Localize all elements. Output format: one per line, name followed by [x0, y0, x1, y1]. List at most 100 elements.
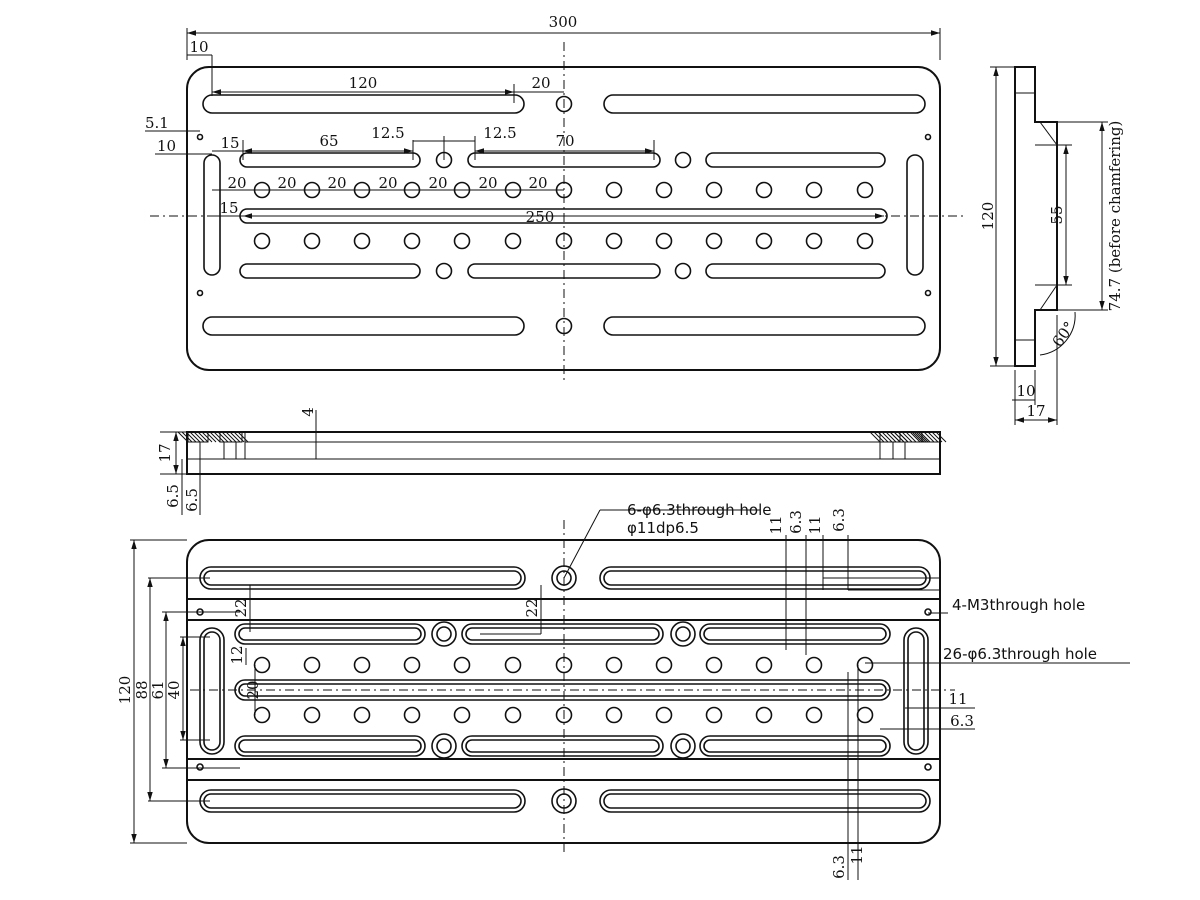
dim-pitch-20: 20: [277, 174, 296, 192]
hole: [924, 289, 932, 297]
slot-inner: [465, 739, 660, 753]
counterbore: [921, 431, 941, 443]
slot-inner: [907, 631, 925, 751]
hole: [403, 232, 421, 250]
callout-6-holes-cb: φ11dp6.5: [627, 519, 699, 537]
dim-pitch-20: 20: [227, 174, 246, 192]
hatch-line: [177, 431, 189, 443]
hole: [555, 706, 573, 724]
slot: [705, 152, 886, 168]
slot: [199, 627, 225, 755]
slot: [239, 263, 421, 279]
dim-front-4: 4: [299, 407, 317, 417]
hole: [435, 262, 453, 280]
hatch-line: [181, 431, 193, 443]
hole: [555, 656, 573, 674]
counterbore-hole: [670, 621, 696, 647]
hole: [605, 656, 623, 674]
dim-side-55: 55: [1048, 205, 1066, 224]
dim-15-a: 15: [220, 134, 239, 152]
counterbore-hole: [551, 565, 577, 591]
hole: [253, 706, 271, 724]
slot: [202, 316, 525, 336]
callout-26-holes: 26-φ6.3through hole: [943, 645, 1097, 663]
hole: [555, 232, 573, 250]
slot-inner: [238, 683, 887, 697]
hole: [605, 232, 623, 250]
hole: [605, 181, 623, 199]
slot: [603, 94, 926, 114]
hole: [705, 232, 723, 250]
hole: [504, 706, 522, 724]
slot: [461, 735, 664, 757]
hole: [353, 656, 371, 674]
dim-bot-top-11-a: 11: [767, 515, 785, 534]
hole: [755, 181, 773, 199]
hatch-line: [213, 431, 225, 443]
slot: [699, 623, 891, 645]
slot: [203, 154, 221, 276]
hole: [805, 181, 823, 199]
hatch-line: [225, 431, 237, 443]
hatch-line: [189, 431, 201, 443]
top-slots: [202, 94, 926, 336]
hole: [303, 656, 321, 674]
dim-250: 250: [526, 208, 555, 226]
hatch-line: [217, 431, 229, 443]
front-view: 4 17 6.5 6.5: [156, 407, 947, 515]
dim-side-17: 17: [1026, 402, 1045, 420]
hole: [755, 232, 773, 250]
through-hole: [556, 570, 572, 586]
hole: [924, 133, 932, 141]
hole: [655, 706, 673, 724]
hatch-line: [905, 431, 917, 443]
slot-inner: [203, 570, 522, 586]
slot-inner: [603, 793, 927, 809]
hole: [805, 232, 823, 250]
slot: [906, 154, 924, 276]
hatch-line: [911, 431, 923, 443]
slot: [903, 627, 929, 755]
hole: [453, 232, 471, 250]
slot: [202, 94, 525, 114]
slot: [467, 263, 661, 279]
dim-front-17: 17: [156, 443, 174, 462]
hatch-line: [935, 431, 947, 443]
hatch-line: [885, 431, 897, 443]
hole: [856, 181, 874, 199]
hatch-line: [229, 431, 241, 443]
hole: [403, 656, 421, 674]
hatch-line: [233, 431, 245, 443]
m3-hole: [196, 763, 204, 771]
hole: [353, 232, 371, 250]
through-hole: [436, 626, 452, 642]
hatch-line: [915, 431, 927, 443]
dim-bot-b-11: 11: [848, 845, 866, 864]
dim-bot-61: 61: [149, 680, 167, 699]
dim-20-top: 20: [531, 74, 550, 92]
hole: [755, 656, 773, 674]
dim-10-top: 10: [189, 38, 208, 56]
hatch-line: [919, 431, 931, 443]
slot-inner: [203, 793, 522, 809]
side-view: 120 55 74.7 (before chamfering) 60° 10 1…: [979, 66, 1124, 425]
dim-12-5-a: 12.5: [371, 124, 404, 142]
dim-side-10: 10: [1016, 382, 1035, 400]
dim-5-1: 5.1: [145, 114, 169, 132]
hole: [705, 706, 723, 724]
dim-12-5-b: 12.5: [483, 124, 516, 142]
slot-inner: [703, 627, 887, 641]
callout-6-holes: 6-φ6.3through hole: [627, 501, 772, 519]
hatch-line: [889, 431, 901, 443]
dim-bot-r-6-3: 6.3: [950, 712, 974, 730]
hole: [453, 656, 471, 674]
slot-inner: [238, 739, 422, 753]
dim-bot-12: 12: [228, 645, 246, 664]
hatch-line: [927, 431, 939, 443]
dim-pitch-20: 20: [528, 174, 547, 192]
hatch-line: [185, 431, 197, 443]
hatch-line: [201, 431, 213, 443]
hole: [196, 133, 204, 141]
dim-bot-top-6-3-a: 6.3: [787, 510, 805, 534]
hatch-line: [877, 431, 889, 443]
